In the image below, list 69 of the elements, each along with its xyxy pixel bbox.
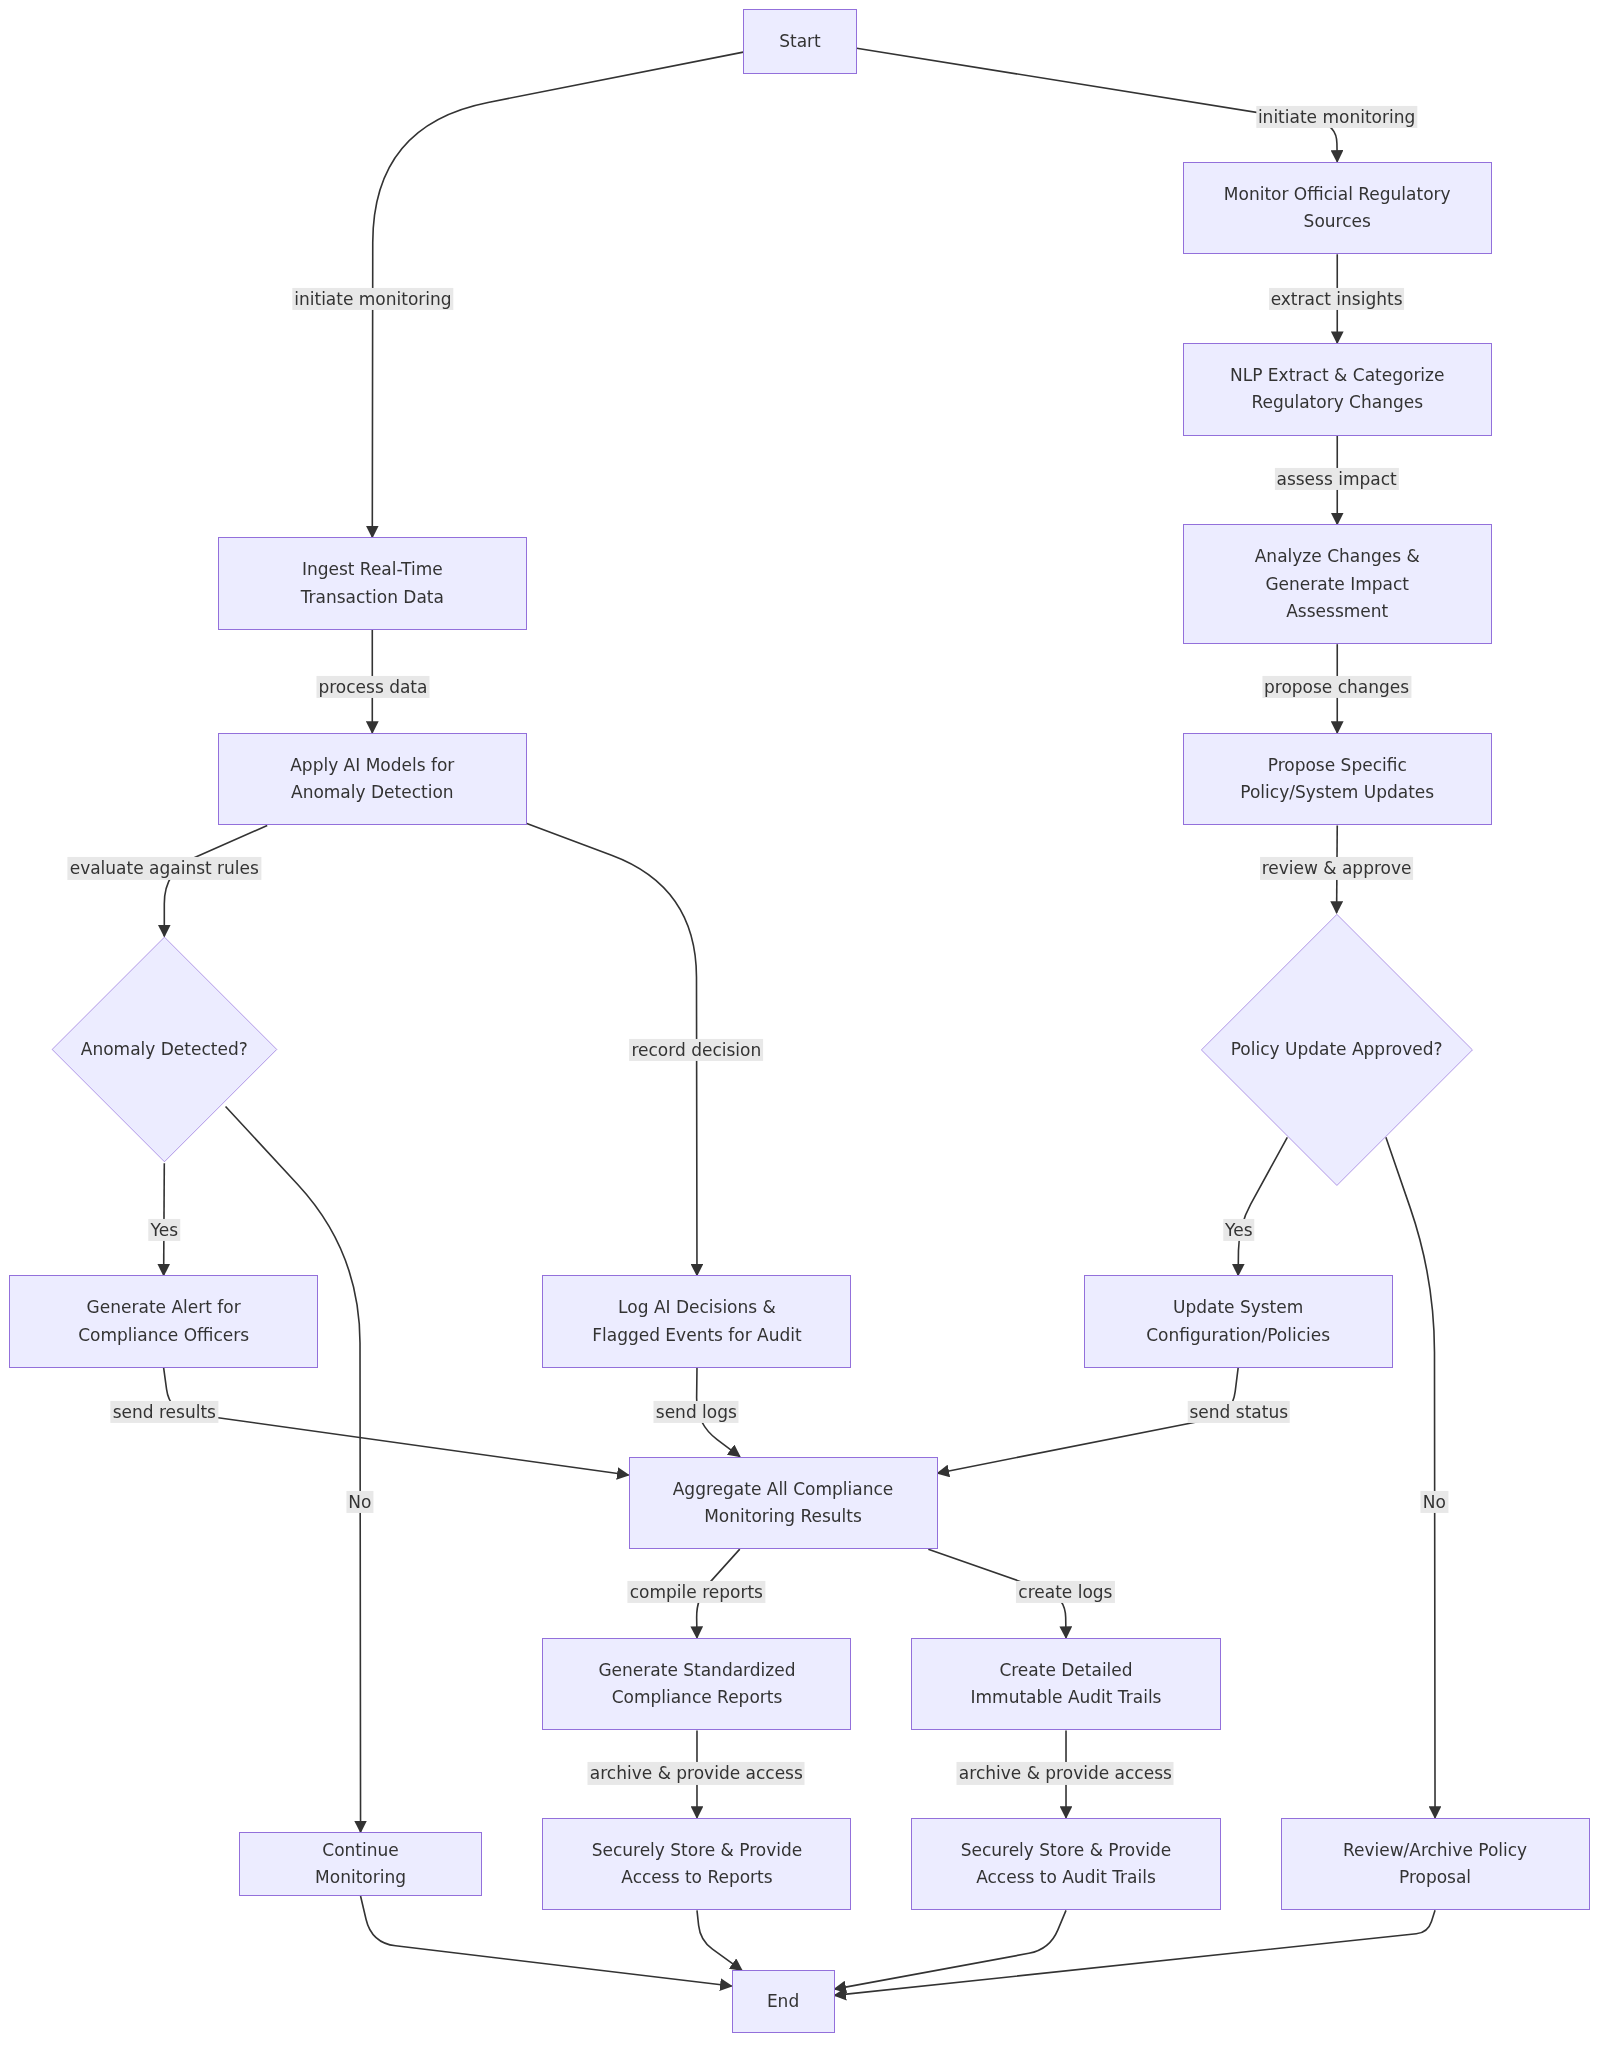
- edge-label: extract insights: [1268, 287, 1405, 310]
- edge-label: review & approve: [1259, 857, 1414, 880]
- process-box: [9, 1275, 319, 1368]
- arrow: [224, 1105, 367, 1834]
- edge-label: initiate monitoring: [1255, 106, 1418, 129]
- edge-label: evaluate against rules: [67, 857, 261, 880]
- process-box: [1182, 161, 1492, 255]
- process-box: [238, 1832, 483, 1896]
- node-label: Generate Alert for Compliance Officers: [77, 1296, 251, 1347]
- process-box: [1083, 1275, 1393, 1368]
- edge-label: send logs: [653, 1401, 739, 1424]
- node-label: Update System Configuration/Policies: [1145, 1296, 1332, 1347]
- arrow: [365, 51, 745, 539]
- node-label: Securely Store & Provide Access to Reports: [590, 1838, 804, 1890]
- node-label: Start: [779, 30, 821, 54]
- node-label: Aggregate All Compliance Monitoring Results: [671, 1477, 895, 1528]
- process-box: [217, 537, 527, 630]
- node-label: Monitor Official Regulatory Sources: [1223, 182, 1451, 233]
- process-box: [542, 1817, 852, 1911]
- edge-label: process data: [316, 676, 430, 699]
- node-label: NLP Extract & Categorize Regulatory Changes: [1229, 364, 1446, 415]
- decision-diamond: [50, 936, 278, 1164]
- node-label: Policy Update Approved?: [1230, 1038, 1443, 1062]
- node-label: Apply AI Models for Anomaly Detection: [289, 753, 456, 805]
- node-label: Ingest Real-Time Transaction Data: [299, 558, 445, 609]
- process-box: [1182, 732, 1492, 826]
- arrow: [1385, 1136, 1442, 1820]
- arrow: [833, 1909, 1067, 1994]
- process-box: [731, 1970, 835, 2033]
- node-label: Log AI Decisions & Flagged Events for Audit: [591, 1296, 803, 1347]
- process-box: [911, 1817, 1221, 1911]
- edge-label: archive & provide access: [956, 1762, 1174, 1785]
- process-box: [542, 1275, 852, 1368]
- edge-label: Yes: [148, 1218, 180, 1241]
- node-label: Generate Standardized Compliance Reports: [597, 1658, 797, 1710]
- arrow: [833, 1909, 1436, 2001]
- arrow: [526, 822, 704, 1277]
- process-box: [628, 1456, 938, 1550]
- arrow: [359, 1895, 733, 1991]
- edge-label: Yes: [1223, 1218, 1255, 1241]
- arrow: [696, 1909, 743, 1972]
- edge-label: propose changes: [1262, 676, 1412, 699]
- node-label: End: [766, 1990, 800, 2013]
- edge-label: record decision: [629, 1038, 764, 1061]
- edge-label: initiate monitoring: [292, 287, 454, 310]
- node-label: Review/Archive Policy Proposal: [1341, 1838, 1529, 1890]
- node-label: Securely Store & Provide Access to Audit Trails: [959, 1838, 1173, 1890]
- edge-label: No: [346, 1491, 374, 1514]
- process-box: [1280, 1817, 1590, 1911]
- process-box: [217, 732, 527, 826]
- node-label: Analyze Changes & Generate Impact Assessment: [1253, 545, 1421, 623]
- process-box: [1182, 342, 1492, 436]
- decision-diamond: [1199, 912, 1474, 1187]
- node-label: Anomaly Detected?: [80, 1038, 248, 1062]
- edge-label: assess impact: [1274, 467, 1399, 490]
- edge-label: compile reports: [627, 1581, 765, 1604]
- edge-label: send results: [110, 1401, 218, 1424]
- edge-label: archive & provide access: [587, 1762, 805, 1785]
- arrow: [162, 1367, 630, 1480]
- edge-label: No: [1420, 1491, 1448, 1514]
- node-label: Propose Specific Policy/System Updates: [1239, 753, 1436, 805]
- node-label: Continue Monitoring: [314, 1838, 407, 1890]
- process-box: [911, 1637, 1221, 1731]
- edge-label: send status: [1187, 1401, 1291, 1424]
- edge-label: create logs: [1016, 1581, 1115, 1604]
- node-label: Create Detailed Immutable Audit Trails: [969, 1658, 1163, 1710]
- process-box: [743, 9, 857, 75]
- process-box: [1182, 524, 1492, 645]
- process-box: [542, 1637, 852, 1731]
